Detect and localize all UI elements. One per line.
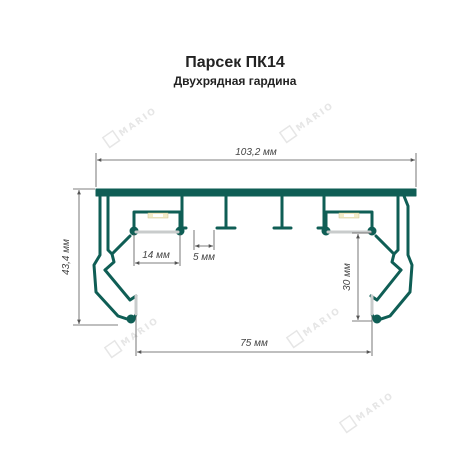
profile-pin	[372, 314, 382, 324]
watermark: MARIO	[338, 391, 397, 434]
profile-left-inner-wall	[103, 194, 116, 272]
watermark-text: MARIO	[120, 316, 162, 349]
led-strip-left-chip	[153, 214, 163, 217]
watermark: MARIO	[101, 106, 160, 149]
watermark-text: MARIO	[118, 106, 160, 139]
dimension-total-width-label: 103,2 мм	[235, 147, 277, 158]
dimension-height-label: 43,4 мм	[61, 239, 72, 275]
profile-right-channel	[324, 210, 374, 235]
profile-top-bar	[95, 188, 417, 197]
diagram-title: Парсек ПК14	[185, 54, 285, 71]
profile-right-lip	[369, 268, 403, 302]
profile-left-lip	[103, 268, 138, 302]
dimension-channel-width-label: 14 мм	[142, 250, 170, 261]
dimension-labels: 103,2 мм 43,4 мм 14 мм 5 мм 30 мм 75 мм	[61, 147, 353, 349]
profile-section	[92, 188, 417, 324]
dimension-gap-label: 5 мм	[193, 252, 215, 263]
profile-center-rail-middle	[272, 194, 293, 230]
led-strips	[147, 212, 360, 219]
diagram-subtitle: Двухрядная гардина	[173, 74, 297, 88]
diffusers	[134, 230, 374, 316]
watermark-text: MARIO	[302, 306, 344, 339]
profile-center-rail-left	[215, 194, 237, 230]
profile-left-channel	[132, 210, 182, 235]
dimension-base-width-label: 75 мм	[240, 338, 268, 349]
profile-left-arm	[110, 234, 132, 256]
profile-pin	[126, 314, 136, 324]
dimension-side-height-label: 30 мм	[342, 263, 353, 291]
watermark: MARIO	[278, 101, 337, 144]
led-strip-right-chip	[344, 214, 354, 217]
dimension-lines	[73, 153, 417, 356]
profile-right-inner-wall	[390, 194, 403, 272]
watermark-text: MARIO	[295, 101, 337, 134]
watermark-text: MARIO	[355, 391, 397, 424]
profile-right-arm	[374, 234, 396, 256]
profile-left-outer-wall	[92, 194, 138, 323]
watermark: MARIO	[285, 306, 344, 349]
